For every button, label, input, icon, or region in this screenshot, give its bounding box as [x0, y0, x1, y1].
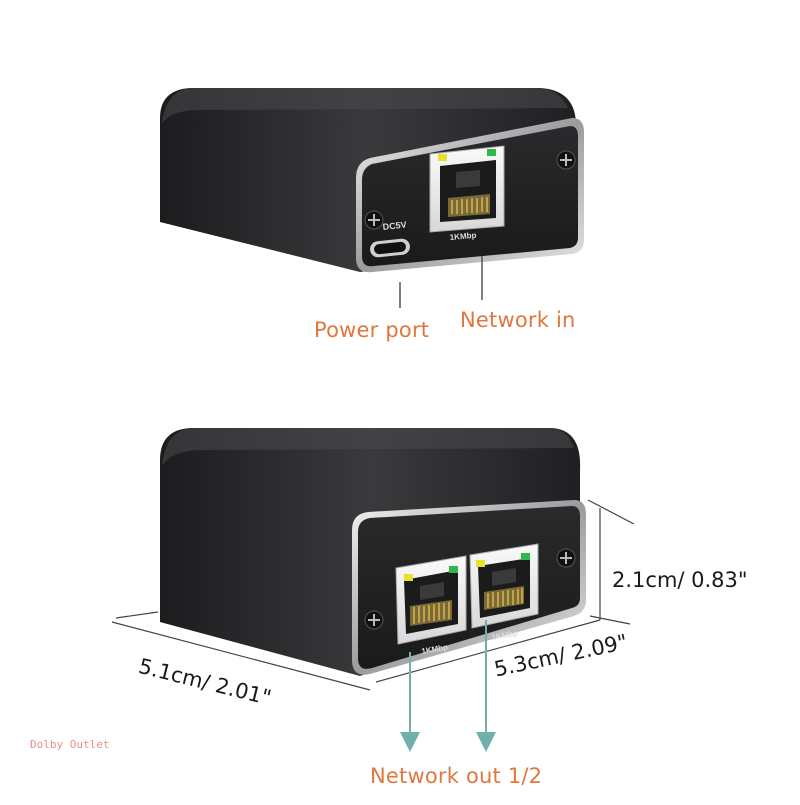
- rj45-jack-network-in: [429, 145, 505, 233]
- top-port-speed-label: 1KMbp: [449, 231, 476, 242]
- network-out-callout: Network out 1/2: [370, 764, 543, 788]
- height-dimension-label: 2.1cm/ 0.83": [612, 568, 748, 592]
- screw-icon: [556, 548, 576, 568]
- dimension-lines: [111, 499, 635, 691]
- power-port-callout: Power port: [314, 318, 430, 342]
- screw-icon: [364, 210, 384, 230]
- top-device: DC5V 1KMbp: [160, 88, 584, 308]
- rj45-jack-out-1: [395, 555, 467, 645]
- usb-c-port: [370, 238, 410, 258]
- network-in-callout: Network in: [460, 308, 576, 332]
- screw-icon: [556, 150, 576, 170]
- watermark: Dolby Outlet: [30, 738, 110, 751]
- screw-icon: [364, 610, 384, 630]
- bottom-device: 1KMbp 1KMbp: [111, 428, 635, 752]
- rj45-jack-out-2: [469, 543, 539, 629]
- dc5v-label: DC5V: [382, 220, 407, 232]
